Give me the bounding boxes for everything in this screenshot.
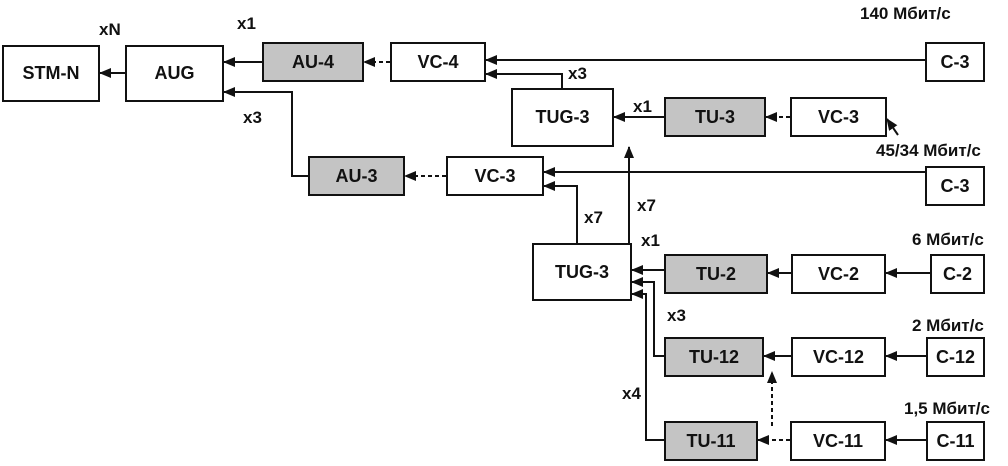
- multiplier-x3-tu12: x3: [667, 306, 686, 325]
- multiplier-x1-au4: x1: [237, 14, 256, 33]
- rate-6: 6 Мбит/с: [912, 230, 984, 249]
- vc4-block: VC-4: [390, 42, 486, 82]
- c3-mid-block: C-3: [925, 166, 985, 206]
- vc11-block: VC-11: [790, 421, 886, 461]
- c3-top-block: C-3: [925, 42, 985, 82]
- rate-2: 2 Мбит/с: [912, 316, 984, 335]
- multiplier-xn: xN: [99, 20, 121, 39]
- au3-block: AU-3: [308, 156, 405, 196]
- rate-45-34: 45/34 Мбит/с: [876, 141, 981, 160]
- link-tug3b-vc3b: [543, 181, 578, 243]
- link-into-vc3a: [886, 118, 899, 136]
- link-tug3a-vc4: [485, 69, 563, 88]
- vc3-top-block: VC-3: [790, 97, 887, 137]
- multiplier-x3-au3: x3: [243, 108, 262, 127]
- multiplier-x3-tug3: x3: [568, 64, 587, 83]
- tu3-block: TU-3: [664, 97, 766, 137]
- tug3-top-block: TUG-3: [511, 88, 614, 147]
- c2-block: C-2: [930, 254, 985, 294]
- c11-block: C-11: [926, 421, 985, 461]
- tu11-block: TU-11: [664, 421, 758, 461]
- au4-block: AU-4: [262, 42, 364, 82]
- rate-1-5: 1,5 Мбит/с: [904, 399, 990, 418]
- rate-140: 140 Мбит/с: [860, 4, 951, 23]
- tu2-block: TU-2: [664, 254, 768, 294]
- c12-block: C-12: [926, 337, 985, 377]
- multiplier-x7-left: x7: [584, 208, 603, 227]
- link-tu12-tug3b: [631, 277, 664, 357]
- tu12-block: TU-12: [664, 337, 764, 377]
- multiplier-x1-tu2: x1: [641, 231, 660, 250]
- link-au3-aug: [223, 87, 308, 177]
- vc12-block: VC-12: [791, 337, 886, 377]
- stm-n-block: STM-N: [2, 45, 100, 102]
- multiplier-x7-right: x7: [637, 196, 656, 215]
- aug-block: AUG: [125, 45, 224, 102]
- link-tu11-tug3b: [631, 289, 664, 441]
- multiplier-x1-tu3: x1: [633, 97, 652, 116]
- vc3-mid-block: VC-3: [446, 156, 544, 196]
- tug3-bottom-block: TUG-3: [532, 243, 632, 301]
- vc2-block: VC-2: [791, 254, 886, 294]
- multiplier-x4-tu11: x4: [622, 384, 641, 403]
